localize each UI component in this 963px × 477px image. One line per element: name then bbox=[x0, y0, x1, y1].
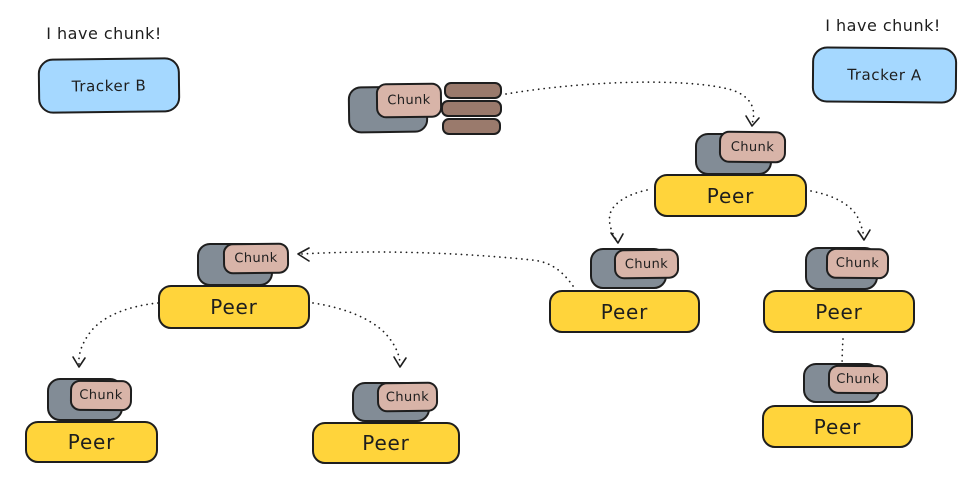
file-segment bbox=[441, 100, 502, 117]
peer6-chunk-label: Chunk bbox=[385, 389, 430, 405]
peer1-box: Peer bbox=[654, 174, 807, 217]
edge-peer4-to-peer5-arrow bbox=[78, 302, 159, 365]
peer2-chunk-badge: Chunk bbox=[613, 248, 680, 280]
peer7-label: Peer bbox=[813, 414, 862, 439]
peer3-box: Peer bbox=[763, 290, 915, 333]
peer5-chunk-badge: Chunk bbox=[69, 379, 133, 412]
peer2-chunk-label: Chunk bbox=[624, 256, 669, 272]
tracker-a-label: Tracker A bbox=[847, 65, 922, 85]
peer3-chunk-label: Chunk bbox=[835, 255, 880, 272]
file-stack bbox=[441, 82, 505, 136]
edge-peer1-to-peer2-arrow bbox=[608, 189, 648, 242]
peer1-chunk-label: Chunk bbox=[730, 139, 775, 155]
tracker-a-box: Tracker A bbox=[811, 46, 958, 104]
tracker-b-callout: I have chunk! bbox=[46, 24, 162, 43]
edge-peer1-to-peer3-arrow bbox=[810, 190, 865, 239]
peer1-label: Peer bbox=[706, 183, 755, 208]
edge-filestack-to-peer1-arrow bbox=[505, 81, 755, 125]
edge-peer4-to-peer5-arrowhead bbox=[72, 356, 86, 368]
tracker-b-box: Tracker B bbox=[37, 57, 181, 114]
file-segment bbox=[444, 82, 502, 99]
edge-filestack-to-peer1-arrowhead bbox=[745, 115, 760, 127]
seed-chunk-badge: Chunk bbox=[375, 82, 443, 119]
peer4-chunk-badge: Chunk bbox=[222, 242, 290, 275]
peer7-chunk-label: Chunk bbox=[836, 371, 880, 388]
edge-peer4-to-peer6-arrow bbox=[312, 302, 401, 366]
edge-peer1-to-peer3-arrowhead bbox=[857, 229, 871, 241]
peer3-chunk-badge: Chunk bbox=[825, 247, 890, 280]
tracker-b-label: Tracker B bbox=[71, 76, 147, 95]
peer2-box: Peer bbox=[549, 290, 700, 333]
peer6-box: Peer bbox=[312, 422, 460, 464]
peer6-chunk-badge: Chunk bbox=[376, 381, 439, 413]
seed-chunk-label: Chunk bbox=[387, 92, 431, 109]
peer5-chunk-label: Chunk bbox=[79, 387, 123, 404]
peer5-label: Peer bbox=[67, 430, 116, 454]
peer4-label: Peer bbox=[210, 295, 258, 319]
edge-peer2-to-peer4-arrow bbox=[300, 251, 574, 287]
peer1-chunk-badge: Chunk bbox=[718, 130, 787, 164]
peer7-chunk-badge: Chunk bbox=[827, 364, 889, 395]
file-segment bbox=[442, 118, 501, 135]
peer2-label: Peer bbox=[600, 299, 649, 324]
peer4-chunk-label: Chunk bbox=[234, 250, 278, 267]
peer5-box: Peer bbox=[25, 421, 158, 463]
edge-peer1-to-peer2-arrowhead bbox=[610, 232, 624, 244]
peer6-label: Peer bbox=[362, 431, 410, 455]
edge-peer4-to-peer6-arrowhead bbox=[393, 356, 407, 368]
tracker-a-callout: I have chunk! bbox=[825, 16, 941, 35]
peer3-label: Peer bbox=[815, 299, 863, 324]
peer4-box: Peer bbox=[158, 285, 310, 329]
edge-peer2-to-peer4-arrowhead bbox=[297, 247, 310, 262]
peer7-box: Peer bbox=[762, 405, 913, 448]
